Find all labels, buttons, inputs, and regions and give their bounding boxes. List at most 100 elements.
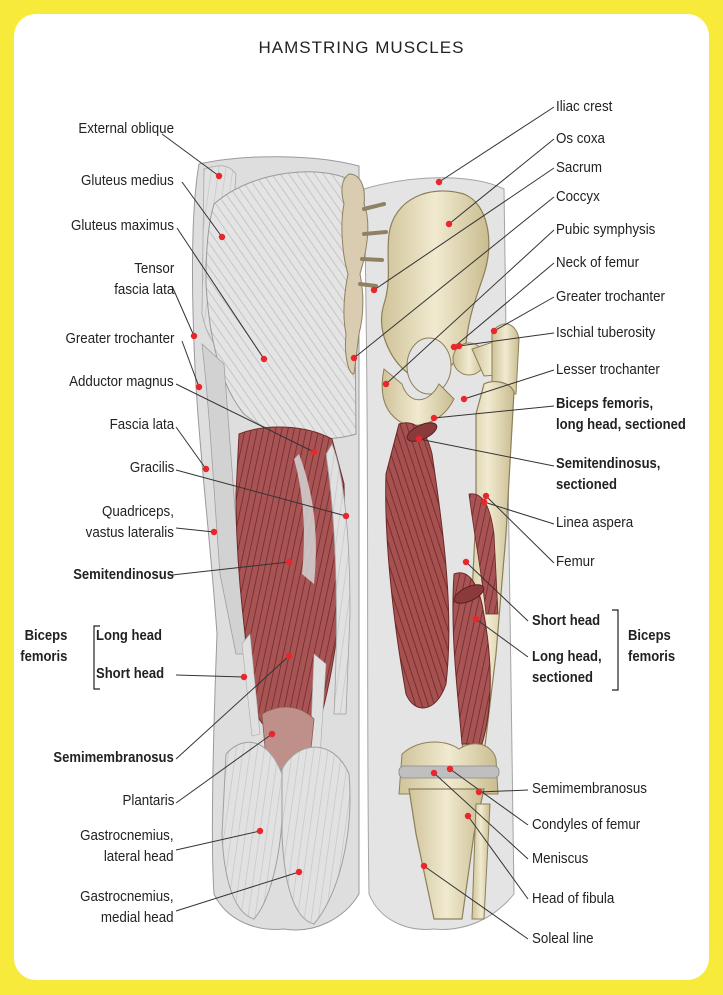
label-tensor-fascia-lata: Tensor fascia lata: [113, 261, 174, 298]
label-head-of-fibula: Head of fibula: [532, 891, 615, 907]
leader-line: [485, 495, 555, 564]
label-gracilis: Gracilis: [129, 460, 174, 476]
right-bracket: [612, 609, 619, 691]
label-condyles-of-femur: Condyles of femur: [532, 817, 641, 833]
label-neck-of-femur: Neck of femur: [556, 255, 640, 271]
marker-dot: [218, 233, 226, 241]
marker-dot: [285, 558, 293, 566]
label-long-head-sectioned-right: Long head, sectioned: [532, 649, 602, 686]
label-meniscus: Meniscus: [532, 851, 589, 867]
marker-dot: [415, 435, 423, 443]
leader-line: [449, 768, 529, 826]
leader-line: [458, 332, 555, 347]
label-gastrocnemius-lateral-head: Gastrocnemius, lateral head: [80, 828, 174, 865]
leader-line: [176, 227, 265, 360]
marker-dot: [420, 862, 428, 870]
label-gluteus-maximus: Gluteus maximus: [70, 218, 174, 234]
leader-line: [467, 815, 529, 900]
leader-line: [181, 181, 223, 238]
left-bracket: [93, 625, 100, 690]
label-os-coxa: Os coxa: [556, 131, 605, 147]
label-semimembranosus-left: Semimembranosus: [53, 750, 174, 766]
marker-dot: [446, 765, 454, 773]
left-limb: [191, 156, 360, 931]
leader-line: [175, 733, 273, 804]
leader-line: [175, 871, 300, 912]
leader-line: [373, 167, 555, 291]
marker-dot: [475, 788, 483, 796]
leader-line: [175, 527, 215, 533]
marker-dot: [382, 380, 390, 388]
marker-dot: [350, 354, 358, 362]
label-plantaris: Plantaris: [122, 793, 174, 809]
label-greater-trochanter-right: Greater trochanter: [556, 289, 666, 305]
marker-dot: [464, 812, 472, 820]
label-long-head-left: Long head: [96, 628, 162, 644]
marker-dot: [482, 492, 490, 500]
label-semimembranosus-right: Semimembranosus: [532, 781, 647, 797]
label-gluteus-medius: Gluteus medius: [81, 173, 174, 189]
marker-dot: [455, 342, 463, 350]
leader-line: [463, 369, 555, 400]
marker-dot: [430, 769, 438, 777]
leader-line: [493, 296, 555, 332]
marker-dot: [370, 286, 378, 294]
leader-line: [433, 405, 555, 419]
label-semitendinosus-sectioned: Semitendinosus, sectioned: [556, 456, 661, 493]
label-biceps-femoris-left: Biceps femoris: [19, 628, 68, 665]
leader-lines: [161, 106, 555, 940]
label-ischial-tuberosity: Ischial tuberosity: [556, 325, 656, 341]
marker-dot: [260, 355, 268, 363]
leader-line: [453, 262, 555, 348]
marker-dot: [210, 528, 218, 536]
leader-line: [175, 655, 290, 760]
leader-line: [171, 285, 195, 337]
marker-dot: [460, 395, 468, 403]
leader-line: [478, 789, 529, 793]
label-semitendinosus-left: Semitendinosus: [73, 567, 174, 583]
marker-dot: [310, 448, 318, 456]
leader-line: [465, 561, 529, 622]
diagram-title: HAMSTRING MUSCLES: [258, 38, 465, 57]
marker-dot: [430, 414, 438, 422]
leader-line: [181, 340, 200, 388]
leader-line: [438, 106, 555, 183]
leader-line: [161, 133, 220, 177]
marker-dot: [285, 652, 293, 660]
label-adductor-magnus: Adductor magnus: [69, 374, 174, 390]
label-iliac-crest: Iliac crest: [556, 99, 613, 115]
anatomy-illustration: [93, 106, 619, 940]
label-greater-trochanter-left: Greater trochanter: [64, 331, 174, 347]
label-gastrocnemius-medial-head: Gastrocnemius, medial head: [80, 889, 174, 926]
marker-dot: [462, 558, 470, 566]
label-sacrum: Sacrum: [556, 160, 602, 176]
leader-line: [353, 196, 555, 359]
marker-dot: [190, 332, 198, 340]
label-biceps-femoris-long-head-sectioned: Biceps femoris, long head, sectioned: [556, 396, 686, 433]
marker-dot: [195, 383, 203, 391]
label-lesser-trochanter: Lesser trochanter: [556, 362, 660, 378]
leader-line: [475, 618, 529, 658]
red-markers: [190, 172, 498, 876]
leader-line: [175, 674, 245, 678]
marker-dot: [342, 512, 350, 520]
label-coccyx: Coccyx: [556, 189, 600, 205]
leader-line: [171, 561, 290, 576]
marker-dot: [256, 827, 264, 835]
label-quadriceps-vastus-lateralis: Quadriceps, vastus lateralis: [85, 504, 174, 541]
marker-dot: [215, 172, 223, 180]
marker-dot: [472, 615, 480, 623]
leader-line: [175, 383, 315, 453]
marker-dot: [240, 673, 248, 681]
label-short-head-left: Short head: [96, 666, 165, 682]
label-linea-aspera: Linea aspera: [556, 515, 634, 531]
leader-line: [385, 229, 555, 385]
marker-dot: [480, 498, 488, 506]
label-fascia-lata: Fascia lata: [109, 417, 174, 433]
marker-dot: [435, 178, 443, 186]
marker-dot: [268, 730, 276, 738]
leader-line: [175, 830, 261, 851]
leader-line: [175, 469, 347, 517]
leader-line: [423, 865, 529, 940]
leader-line: [433, 772, 529, 860]
